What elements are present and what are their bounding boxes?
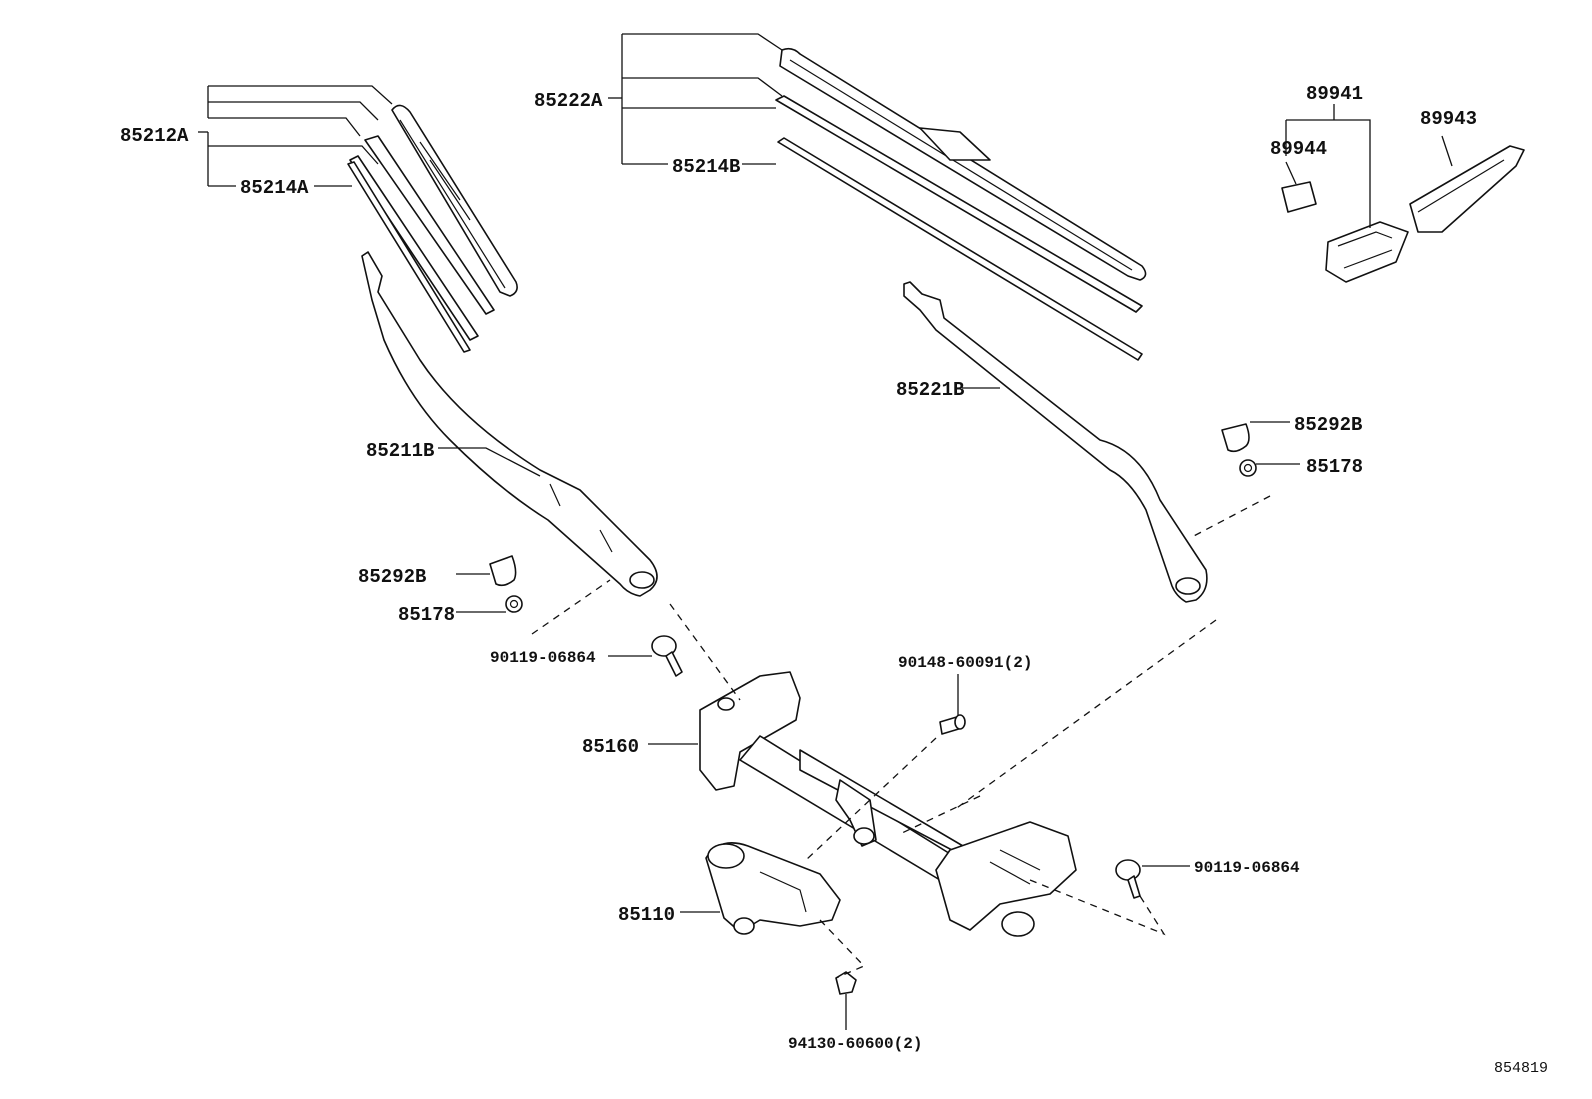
left-wiper-arm [361,251,658,597]
label-94130: 94130-60600(2) [788,1035,922,1053]
right-arm-nut [1239,459,1257,477]
label-85178-right: 85178 [1306,456,1363,478]
label-85222A: 85222A [534,90,603,112]
bolt-90119-left [651,635,683,677]
label-89941: 89941 [1306,83,1363,105]
label-90119-left: 90119-06864 [490,649,596,667]
label-89944: 89944 [1270,138,1327,160]
label-89943: 89943 [1420,108,1477,130]
label-85110: 85110 [618,904,675,926]
label-85211B: 85211B [366,440,434,462]
label-90148: 90148-60091(2) [898,654,1032,672]
left-wiper-blade [349,104,518,341]
left-arm-nut [505,595,523,613]
part-89941-connector [1325,221,1409,283]
part-89943-cover [1409,145,1525,233]
label-90119-right: 90119-06864 [1194,859,1300,877]
bolt-90148 [939,714,966,735]
label-85292B-right: 85292B [1294,414,1362,436]
wiper-motor [705,842,841,935]
right-wiper-arm [903,281,1208,603]
bolt-90119-right [1115,859,1141,899]
label-85214A: 85214A [240,177,309,199]
part-89944-pad [1281,181,1317,213]
right-wiper-blade [775,47,1147,313]
left-arm-cap [489,555,517,587]
label-85212A: 85212A [120,125,189,147]
right-arm-cap [1221,423,1250,453]
right-wiper-refill [777,137,1143,361]
leader-lines [198,33,1453,1030]
label-85292B-left: 85292B [358,566,426,588]
left-wiper-refill [347,161,471,353]
connection-lines [531,495,1271,979]
label-85221B: 85221B [896,379,964,401]
label-85214B: 85214B [672,156,740,178]
diagram-reference-number: 854819 [1494,1060,1548,1077]
label-85160: 85160 [582,736,639,758]
nut-94130 [835,971,857,995]
label-85178-left: 85178 [398,604,455,626]
wiper-linkage [699,671,1077,937]
